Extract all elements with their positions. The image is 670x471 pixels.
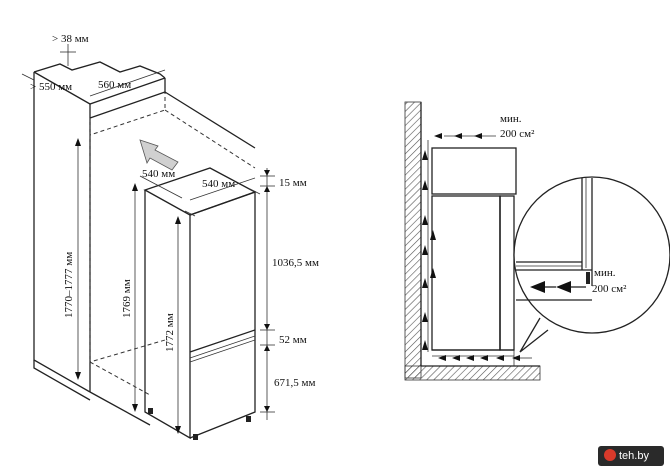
dim-width-niche: 560 мм <box>98 79 131 91</box>
dim-top-gap: > 38 мм <box>52 33 89 45</box>
dim-depth-unit: 540 мм <box>142 168 175 180</box>
watermark-badge: teh.by <box>598 446 664 466</box>
dim-unit-height: 1772 мм <box>164 313 176 352</box>
zoom-vent-area-label: 200 см² <box>592 283 627 295</box>
brand-logo-icon <box>604 449 616 461</box>
airflow-arrows <box>422 133 532 361</box>
insert-arrow <box>139 139 179 171</box>
dim-top-offset: 15 мм <box>279 177 307 189</box>
top-vent-min-label: мин. <box>500 113 522 125</box>
cabinet-section <box>427 140 517 366</box>
wall-section <box>404 101 541 381</box>
dimension-lines-left <box>21 44 275 434</box>
dim-niche-height: 1770–1777 мм <box>63 252 75 318</box>
dim-lower-door: 671,5 мм <box>274 377 315 389</box>
dim-depth-outer: > 550 мм <box>30 81 72 93</box>
watermark-text: teh.by <box>619 450 649 462</box>
zoom-vent-min-label: мин. <box>594 267 616 279</box>
fridge-unit <box>143 167 261 440</box>
dim-width-unit: 540 мм <box>202 178 235 190</box>
top-vent-area-label: 200 см² <box>500 128 535 140</box>
dim-gap: 52 мм <box>279 334 307 346</box>
zoom-detail <box>513 176 670 353</box>
dim-upper-door: 1036,5 мм <box>272 257 319 269</box>
dim-inner-height: 1769 мм <box>121 279 133 318</box>
niche-cabinet <box>33 61 256 426</box>
